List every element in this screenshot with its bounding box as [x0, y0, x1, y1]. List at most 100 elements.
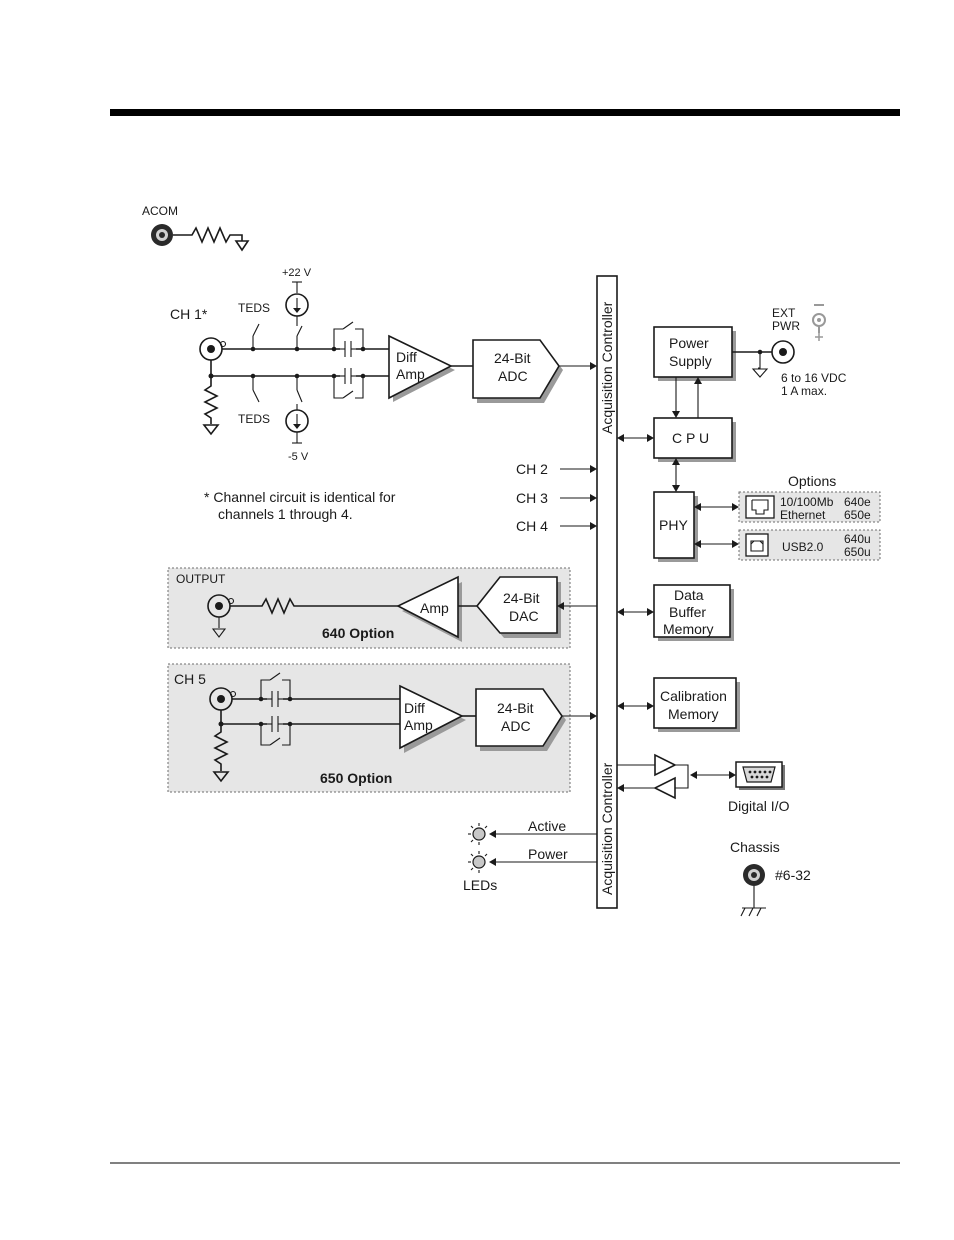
power-to-cpu-arrow [672, 377, 680, 418]
ethernet-label-1: 10/100Mb [780, 495, 834, 509]
digital-io-buffers [617, 753, 689, 800]
vdc-label-2: 1 A max. [781, 384, 827, 398]
ch4-arrow [560, 522, 597, 530]
usb-label: USB2.0 [782, 540, 824, 554]
opt650-label: 650 Option [320, 770, 392, 786]
ch5-diff-amp-label-2: Amp [404, 717, 433, 733]
acom-label: ACOM [142, 204, 178, 218]
digital-io-label: Digital I/O [728, 798, 790, 814]
ch5-adc [475, 688, 566, 751]
ch1-bnc-connector [199, 337, 227, 361]
phy-ethernet-arrow [694, 503, 739, 511]
phy-box [653, 491, 695, 559]
leds-label: LEDs [463, 877, 497, 893]
power-supply-box [653, 326, 733, 378]
usb-port-icon [745, 533, 769, 557]
ch5-adc-label-2: ADC [501, 718, 531, 734]
active-led-arrow [489, 830, 597, 838]
ch1-coupling-bottom [331, 368, 366, 399]
chassis-label: Chassis [730, 839, 780, 855]
cpu-label: C P U [672, 430, 709, 446]
ch5-label: CH 5 [174, 671, 206, 687]
ethernet-model-1: 640e [844, 495, 871, 509]
plus22v-label: +22 V [282, 267, 312, 279]
ch5-coupling-bottom [258, 716, 293, 746]
ch1-adc-to-bus-arrow [559, 362, 597, 370]
opt640-label: 640 Option [322, 625, 394, 641]
acom-connector [151, 224, 173, 246]
phy-label: PHY [659, 517, 688, 533]
ch5-coupling-top [258, 672, 293, 707]
acom-resistor [173, 225, 250, 252]
buffer-label-1: Data [674, 587, 704, 603]
dsub-connector-icon [735, 761, 785, 790]
ext-pwr-polarity-icon [812, 304, 826, 341]
teds-switch-bottom [250, 373, 260, 403]
ch1-diff-amp-label-1: Diff [396, 349, 417, 365]
ch1-adc [472, 339, 563, 403]
ethernet-label-2: Ethernet [780, 508, 826, 522]
ch1-adc-label-1: 24-Bit [494, 350, 531, 366]
ch2-label: CH 2 [516, 461, 548, 477]
usb-model-2: 650u [844, 545, 871, 559]
minus5v-label: -5 V [288, 451, 309, 463]
acq-controller-label-bottom: Acquisition Controller [599, 762, 615, 895]
output-amp [396, 575, 462, 642]
options-label: Options [788, 473, 836, 489]
usb-model-1: 640u [844, 532, 871, 546]
teds-switch-top [250, 323, 260, 352]
phy-usb-arrow [694, 540, 739, 548]
buffer-label-3: Memory [663, 621, 714, 637]
calibration-label-2: Memory [668, 706, 719, 722]
current-source-minus5v [285, 373, 309, 444]
ch5-diff-amp [399, 684, 466, 753]
bus-calibration-arrow [617, 702, 654, 710]
data-buffer-memory-box [653, 584, 731, 638]
channel-note-line-1: * Channel circuit is identical for [204, 489, 396, 505]
calibration-memory-box [653, 677, 737, 729]
ch5-diff-amp-label-1: Diff [404, 700, 425, 716]
output-resistor [230, 596, 398, 616]
ch1-adc-label-2: ADC [498, 368, 528, 384]
power-led-icon [468, 851, 488, 873]
ch1-input-resistor [202, 376, 220, 436]
cpu-phy-arrow [672, 458, 680, 492]
acquisition-controller-bus [596, 275, 618, 909]
ethernet-port-icon [745, 495, 775, 519]
buffer-label-2: Buffer [669, 604, 706, 620]
ch1-diff-amp [388, 334, 455, 402]
ch5-adc-to-bus-arrow [562, 712, 597, 720]
output-amp-label: Amp [420, 600, 449, 616]
cpu-to-power-arrow [694, 377, 702, 418]
ch5-adc-label-1: 24-Bit [497, 700, 534, 716]
ch4-label: CH 4 [516, 518, 548, 534]
power-label: Power [528, 846, 568, 862]
power-supply-label-2: Supply [669, 353, 712, 369]
cpu-box [653, 417, 733, 459]
teds-bottom-label: TEDS [238, 412, 270, 426]
output-dac [475, 576, 561, 638]
ch3-arrow [560, 494, 597, 502]
ch1-diff-amp-label-2: Amp [396, 366, 425, 382]
ext-pwr-label-1: EXT [772, 306, 796, 320]
ethernet-model-2: 650e [844, 508, 871, 522]
bus-cpu-arrow [617, 434, 654, 442]
ch3-label: CH 3 [516, 490, 548, 506]
bus-buffer-arrow [617, 608, 654, 616]
ch1-signal-line-bottom [210, 360, 389, 377]
ext-pwr-label-2: PWR [772, 319, 800, 333]
ext-pwr-connector [771, 340, 795, 364]
output-bnc-connector [207, 594, 235, 638]
chassis-screw-icon [740, 864, 766, 917]
screw-label: #6-32 [775, 867, 811, 883]
output-label: OUTPUT [176, 572, 226, 586]
active-led-icon [468, 823, 488, 845]
output-dac-label-1: 24-Bit [503, 590, 540, 606]
ch1-coupling-top [331, 321, 366, 357]
ch5-input-resistor [212, 724, 230, 783]
active-label: Active [528, 818, 566, 834]
ch1-label: CH 1* [170, 306, 208, 322]
teds-top-label: TEDS [238, 301, 270, 315]
